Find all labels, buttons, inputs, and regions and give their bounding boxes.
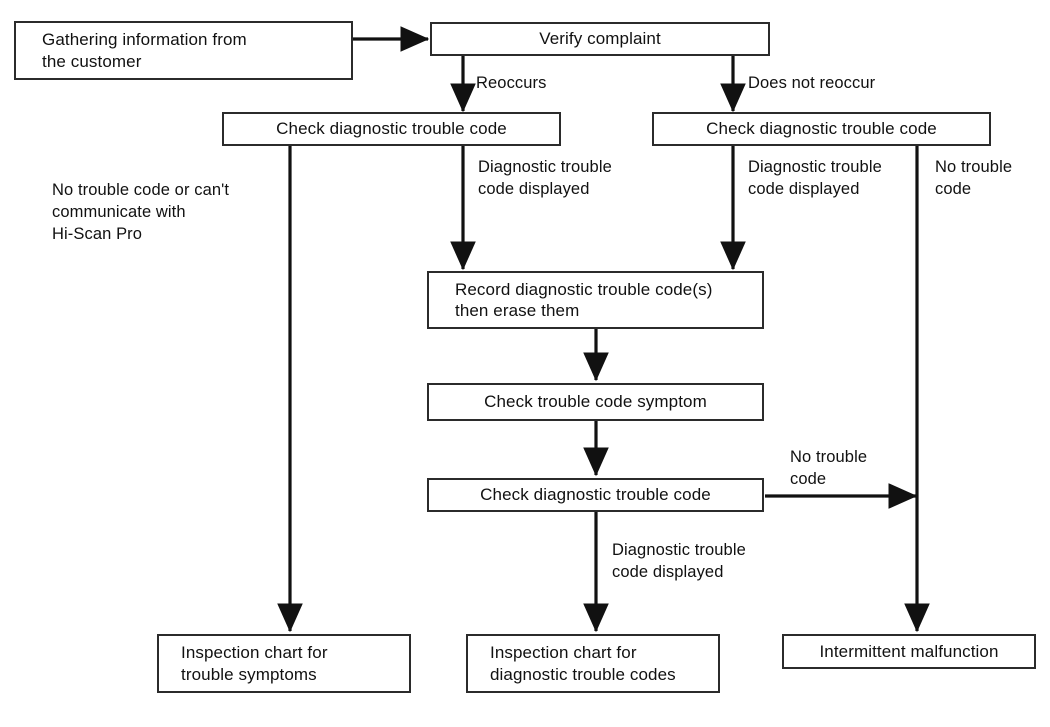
node-intermittent-malfunction[interactable]: Intermittent malfunction xyxy=(782,634,1036,669)
node-label: Check trouble code symptom xyxy=(484,392,707,412)
node-label: Inspection chart for trouble symptoms xyxy=(181,643,328,684)
node-check-trouble-code-symptom[interactable]: Check trouble code symptom xyxy=(427,383,764,421)
node-label: Check diagnostic trouble code xyxy=(706,119,937,139)
node-record-diagnostic-trouble-codes[interactable]: Record diagnostic trouble code(s) then e… xyxy=(427,271,764,329)
node-verify-complaint[interactable]: Verify complaint xyxy=(430,22,770,56)
node-label: Check diagnostic trouble code xyxy=(480,485,711,505)
node-inspection-chart-trouble-symptoms[interactable]: Inspection chart for trouble symptoms xyxy=(157,634,411,693)
edge-label-does-not-reoccur: Does not reoccur xyxy=(748,74,876,92)
edge-label-diagnostic-trouble-code-displayed-left: Diagnostic trouble code displayed xyxy=(478,158,612,198)
node-check-diagnostic-trouble-code-middle[interactable]: Check diagnostic trouble code xyxy=(427,478,764,512)
edge-label-no-trouble-code-or-cant-communicate: No trouble code or can't communicate wit… xyxy=(52,181,230,243)
edge-label-no-trouble-code-middle: No trouble code xyxy=(790,448,868,488)
edge-label-no-trouble-code-right: No trouble code xyxy=(935,158,1013,198)
node-label: Inspection chart for diagnostic trouble … xyxy=(490,643,676,684)
edge-label-diagnostic-trouble-code-displayed-bottom: Diagnostic trouble code displayed xyxy=(612,541,746,581)
node-gathering-information[interactable]: Gathering information from the customer xyxy=(14,21,353,80)
node-label: Check diagnostic trouble code xyxy=(276,119,507,139)
edge-label-diagnostic-trouble-code-displayed-right: Diagnostic trouble code displayed xyxy=(748,158,882,198)
node-label: Verify complaint xyxy=(539,29,661,49)
edge-label-reoccurs: Reoccurs xyxy=(476,74,547,92)
node-label: Gathering information from the customer xyxy=(42,30,247,71)
node-label: Intermittent malfunction xyxy=(819,641,999,661)
node-check-diagnostic-trouble-code-left[interactable]: Check diagnostic trouble code xyxy=(222,112,561,146)
node-check-diagnostic-trouble-code-right[interactable]: Check diagnostic trouble code xyxy=(652,112,991,146)
node-label: Record diagnostic trouble code(s) then e… xyxy=(455,279,713,320)
node-inspection-chart-diagnostic-trouble-codes[interactable]: Inspection chart for diagnostic trouble … xyxy=(466,634,720,693)
